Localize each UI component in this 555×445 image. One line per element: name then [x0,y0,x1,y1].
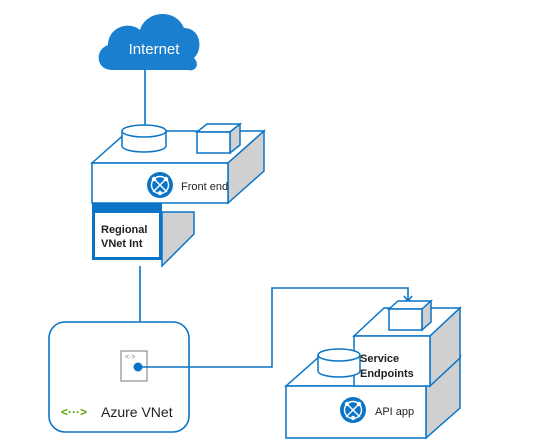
regional-vnet-int-block: Regional VNet Int [92,203,195,268]
box-icon [387,299,433,332]
internet-cloud: Internet [98,13,200,71]
vnet-icon: <···> [61,405,87,419]
azure-vnet-container: <·> <···> Azure VNet [48,321,190,433]
service-endpoints-label-line2: Endpoints [360,368,414,380]
subnet-to-service-endpoints-arrow [142,287,413,368]
service-endpoints-label-line1: Service [360,353,399,365]
subnet-glyph: <·> [125,354,136,361]
internet-label: Internet [129,41,181,58]
regional-vnet-label-line2: VNet Int [101,238,143,250]
regional-vnet-label-line1: Regional [101,224,147,236]
cloud-icon [98,13,200,71]
subnet-endpoint-icon: <·> [120,350,160,382]
front-end-block: Front end [90,122,266,205]
database-icon [317,348,361,378]
database-icon [121,124,167,153]
api-app-label: API app [375,406,414,418]
web-app-globe-icon [147,172,173,198]
api-app-block: Service Endpoints API app [284,299,462,440]
web-app-globe-icon [340,397,366,423]
box-icon [194,122,243,155]
front-end-label: Front end [181,181,228,193]
azure-vnet-label: Azure VNet [101,404,173,420]
